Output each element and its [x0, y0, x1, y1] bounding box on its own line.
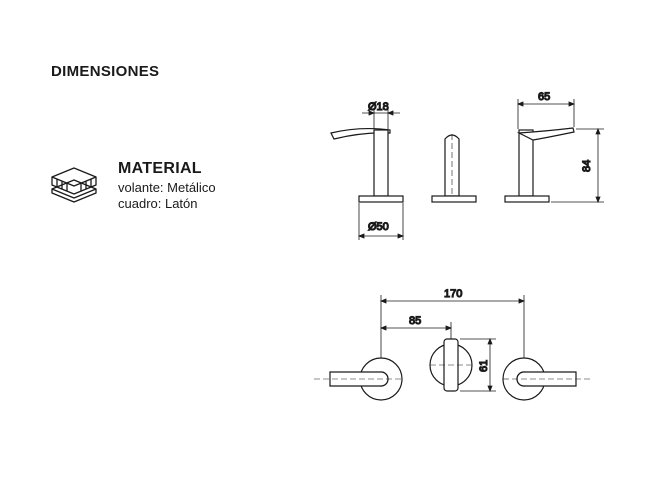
front-view	[431, 134, 477, 203]
top-view-left	[314, 357, 403, 401]
material-body-line: cuadro: Latón	[118, 196, 198, 211]
top-view-right	[502, 357, 592, 401]
side-view-right	[504, 127, 575, 203]
dim-base-diameter: Ø50	[368, 221, 389, 233]
material-heading: MATERIAL	[118, 160, 202, 177]
page-title: DIMENSIONES	[51, 63, 160, 80]
dim-projection: 65	[538, 91, 550, 103]
top-view-middle	[429, 338, 473, 392]
dim-total-spacing: 170	[444, 288, 462, 300]
dim-half-spacing: 85	[409, 315, 421, 327]
side-view-left	[330, 127, 404, 203]
material-handle-line: volante: Metálico	[118, 180, 216, 195]
dim-stem-diameter: Ø18	[368, 101, 389, 113]
dim-plate-height: 61	[478, 360, 490, 372]
dim-height: 84	[581, 160, 593, 172]
layered-material-icon	[51, 167, 97, 203]
